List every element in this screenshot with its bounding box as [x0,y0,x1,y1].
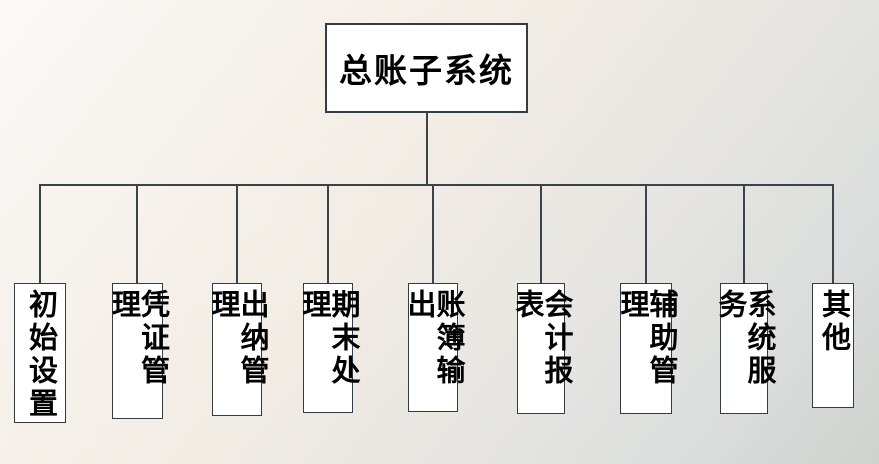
node-auxiliary-management-label: 辅助管理 [616,289,677,388]
connector-stub-3 [236,186,238,283]
node-initial-setup: 初始设置 [14,283,66,423]
connector-stub-6 [540,186,542,283]
connector-stub-1 [39,186,41,283]
connector-stub-2 [136,186,138,283]
node-ledger-output-label: 账簿输出 [403,289,464,388]
node-accounting-reports: 会计报表 [511,283,572,414]
node-initial-setup-label: 初始设置 [24,289,57,421]
node-cashier-management-label: 出纳管理 [207,289,268,388]
node-system-services: 系统服务 [714,283,775,414]
node-auxiliary-management: 辅助管理 [616,283,677,414]
node-ledger-output: 账簿输出 [403,283,464,412]
node-voucher-management: 凭证管理 [108,283,169,419]
node-system-services-label: 系统服务 [714,289,775,388]
node-period-end-processing: 期末处理 [298,283,359,413]
connector-stub-8 [743,186,745,283]
node-period-end-processing-label: 期末处理 [298,289,359,388]
node-accounting-reports-label: 会计报表 [511,289,572,388]
connector-stub-7 [645,186,647,283]
node-others: 其他 [812,283,854,408]
node-voucher-management-label: 凭证管理 [107,289,169,388]
connector-horizontal-bar [39,184,834,186]
connector-stub-5 [432,186,434,283]
node-others-label: 其他 [817,289,850,355]
node-root: 总账子系统 [325,23,528,113]
connector-stub-4 [327,186,329,283]
connector-stub-9 [832,186,834,283]
node-cashier-management: 出纳管理 [207,283,268,416]
connector-stem [426,112,428,186]
node-root-label: 总账子系统 [339,52,514,89]
